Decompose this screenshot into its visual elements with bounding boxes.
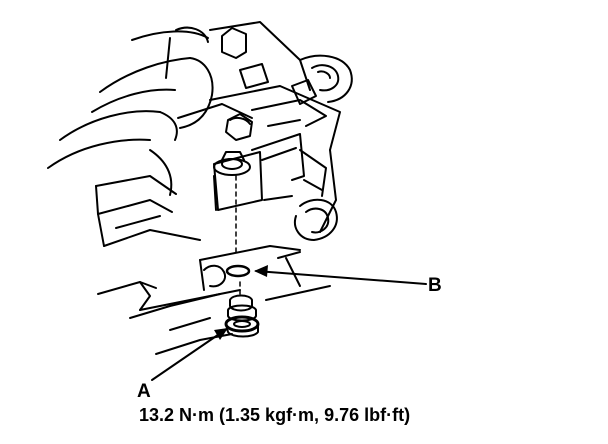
arrowhead-b [254,265,268,277]
torque-specification: 13.2 N·m (1.35 kgf·m, 9.76 lbf·ft) [139,405,411,425]
housing-drawing [177,21,353,241]
arrowhead-a [214,328,228,340]
leader-line-b [255,270,427,285]
alignment-line [235,175,241,297]
leader-line-a [151,327,229,381]
hose-drawing [47,26,214,196]
fitting-drawing [224,294,260,338]
callout-label-a: A [137,381,151,402]
housing-port-drawing [213,151,251,176]
lower-block-drawing [95,175,331,355]
o-ring-drawing [225,264,251,278]
callout-label-b: B [428,275,442,296]
